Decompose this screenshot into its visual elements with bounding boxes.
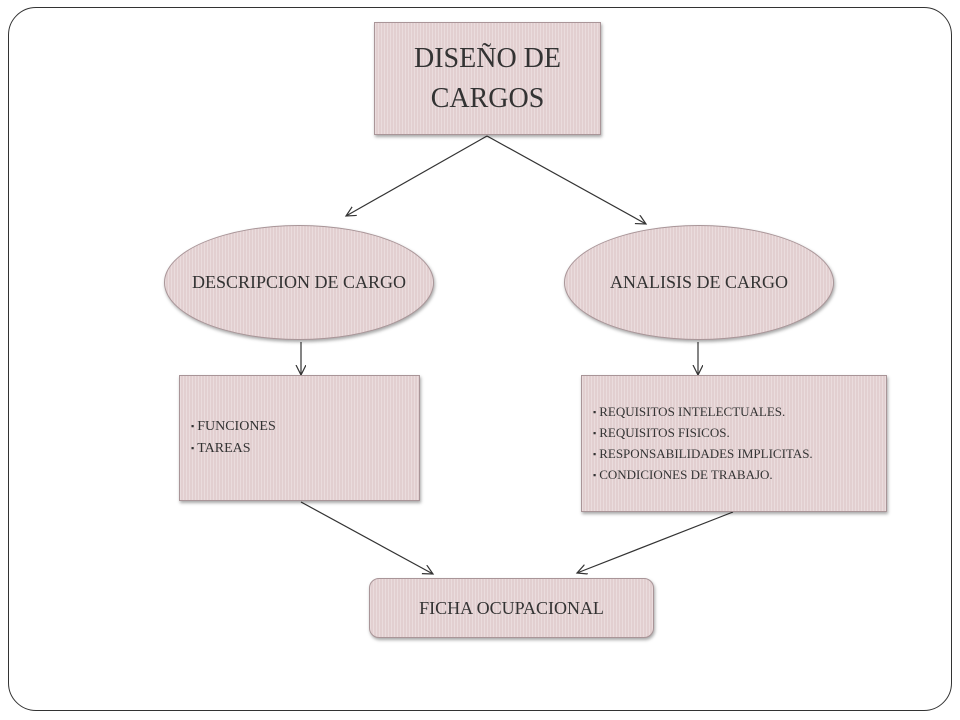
bullet-icon: ▪ xyxy=(191,443,195,453)
bullet-icon: ▪ xyxy=(593,469,597,480)
list-item: ▪CONDICIONES DE TRABAJO. xyxy=(593,466,773,482)
ficha-text: FICHA OCUPACIONAL xyxy=(419,597,604,618)
list-item: ▪RESPONSABILIDADES IMPLICITAS. xyxy=(593,445,813,461)
descripcion-text: DESCRIPCION DE CARGO xyxy=(191,272,407,292)
bullet-icon: ▪ xyxy=(593,448,597,459)
requisitos-box: ▪REQUISITOS INTELECTUALES. ▪REQUISITOS F… xyxy=(581,375,887,512)
title-text: DISEÑO DE CARGOS xyxy=(414,42,561,114)
funciones-box: ▪FUNCIONES ▪TAREAS xyxy=(179,375,420,501)
arrow-funciones-to-ficha xyxy=(300,501,433,574)
analisis-ellipse: ANALISIS DE CARGO xyxy=(564,225,834,340)
bullet-icon: ▪ xyxy=(191,421,195,431)
bullet-icon: ▪ xyxy=(593,406,597,417)
list-item: ▪REQUISITOS FISICOS. xyxy=(593,424,730,440)
ficha-box: FICHA OCUPACIONAL xyxy=(369,578,654,638)
arrow-requisitos-to-ficha xyxy=(577,511,734,573)
list-item: ▪TAREAS xyxy=(191,441,251,456)
list-item: ▪REQUISITOS INTELECTUALES. xyxy=(593,403,786,419)
descripcion-ellipse: DESCRIPCION DE CARGO xyxy=(164,225,434,340)
analisis-text: ANALISIS DE CARGO xyxy=(609,272,788,292)
arrow-title-to-analisis xyxy=(486,135,646,224)
title-box: DISEÑO DE CARGOS xyxy=(374,22,601,135)
bullet-icon: ▪ xyxy=(593,427,597,438)
funciones-list: ▪FUNCIONES ▪TAREAS xyxy=(191,416,276,460)
requisitos-list: ▪REQUISITOS INTELECTUALES. ▪REQUISITOS F… xyxy=(593,402,813,486)
arrow-title-to-descripcion xyxy=(346,135,488,216)
list-item: ▪FUNCIONES xyxy=(191,419,276,434)
